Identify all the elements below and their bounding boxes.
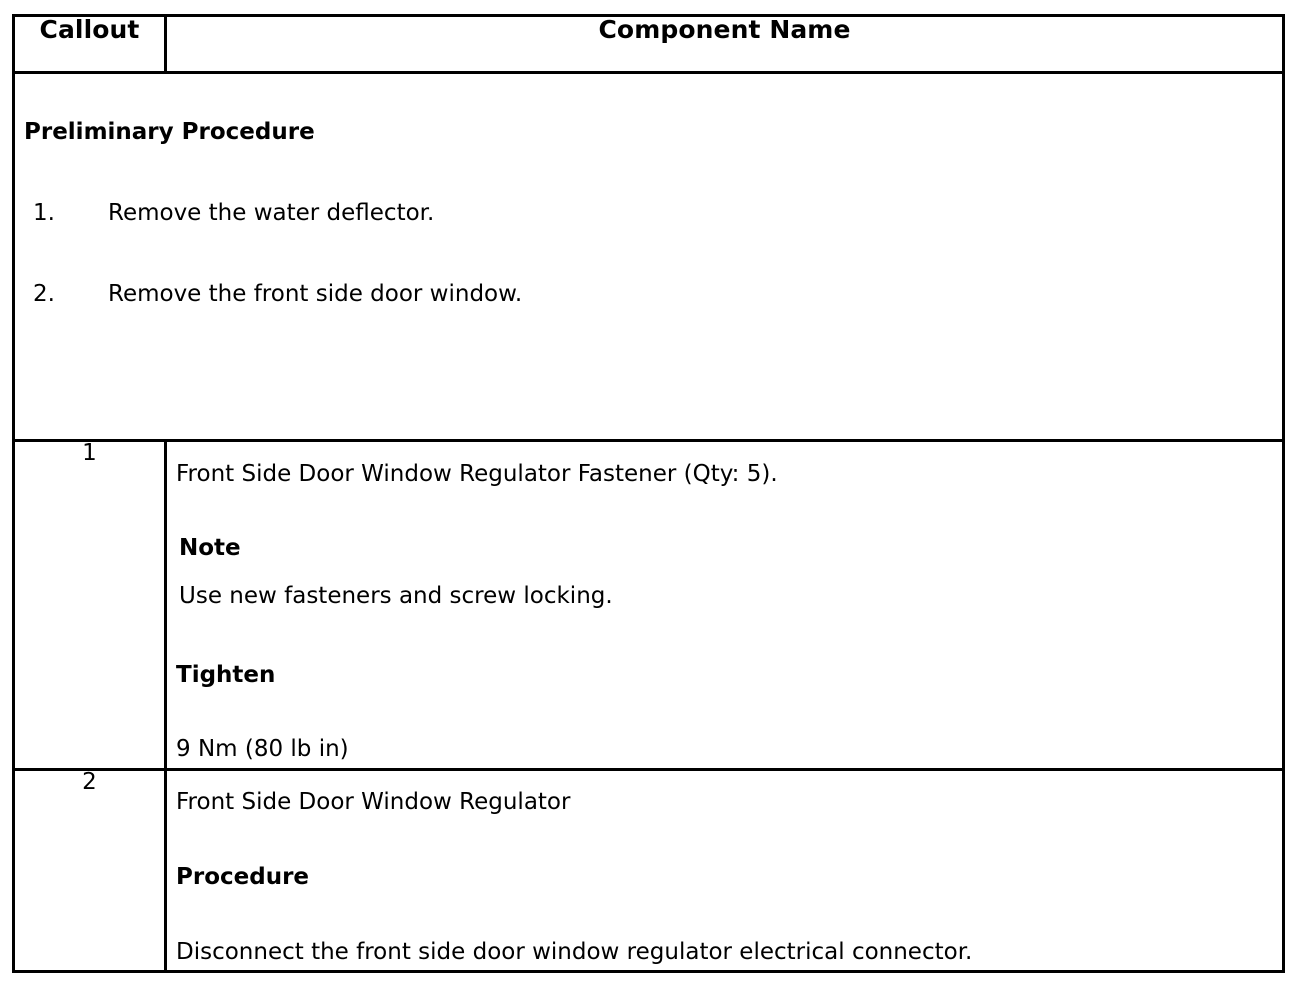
header-cell-callout: Callout (12, 14, 167, 74)
callout-value: 1 (82, 440, 97, 466)
preliminary-procedure-cell: Preliminary Procedure 1. Remove the water… (12, 71, 1285, 442)
preliminary-step-2-text: Remove the front side door window. (108, 281, 523, 307)
preliminary-step-1-text: Remove the water deflector. (108, 200, 435, 226)
callout-value: 2 (82, 769, 97, 795)
table-body: Preliminary Procedure 1. Remove the water… (12, 71, 1285, 973)
preliminary-step-1: 1. Remove the water deflector. (15, 202, 434, 225)
component-detail-cell-1: Front Side Door Window Regulator Fastene… (164, 439, 1285, 771)
header-label-component-name: Component Name (598, 15, 851, 44)
table-row: 1 Front Side Door Window Regulator Faste… (12, 439, 1285, 771)
component-detail-cell-2: Front Side Door Window Regulator Procedu… (164, 768, 1285, 973)
procedure-text-2: Disconnect the front side door window re… (176, 939, 973, 965)
note-text-1: Use new fasteners and screw locking. (179, 583, 613, 609)
header-cell-component-name: Component Name (164, 14, 1285, 74)
component-name-1: Front Side Door Window Regulator Fastene… (176, 461, 778, 487)
procedure-label-2: Procedure (176, 864, 310, 890)
preliminary-step-2-number: 2. (33, 281, 55, 307)
preliminary-step-2: 2. Remove the front side door window. (15, 283, 522, 306)
component-callout-table: Callout Component Name Preliminary Proce… (12, 14, 1285, 973)
preliminary-procedure-title: Preliminary Procedure (24, 119, 315, 145)
note-label-1: Note (179, 535, 241, 561)
tighten-label-1: Tighten (176, 662, 276, 688)
header-row: Callout Component Name (12, 14, 1285, 74)
table-header: Callout Component Name (12, 14, 1285, 74)
preliminary-step-1-number: 1. (33, 200, 55, 226)
preliminary-procedure-row: Preliminary Procedure 1. Remove the water… (12, 71, 1285, 442)
callout-number-2: 2 (12, 768, 167, 973)
table-row: 2 Front Side Door Window Regulator Proce… (12, 768, 1285, 973)
callout-number-1: 1 (12, 439, 167, 771)
tighten-value-1: 9 Nm (80 lb in) (176, 736, 349, 762)
component-name-2: Front Side Door Window Regulator (176, 789, 571, 815)
header-label-callout: Callout (39, 15, 140, 44)
